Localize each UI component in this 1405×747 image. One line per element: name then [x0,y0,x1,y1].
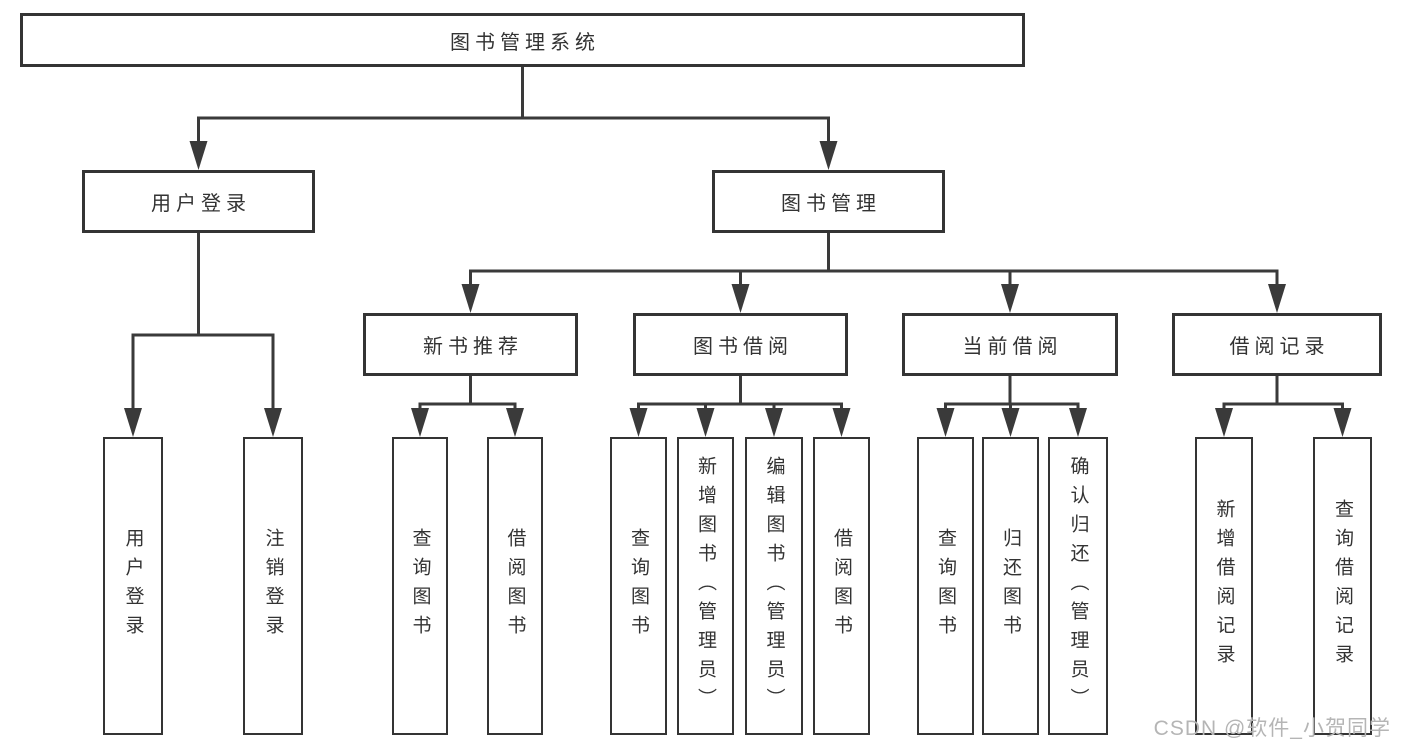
leaf-user-login-label: 用户登录 [122,528,144,644]
node-new-book-recommend: 新书推荐 [363,313,578,376]
leaf-add-book-admin: 新增图书（管理员） [677,437,734,735]
node-root-system: 图书管理系统 [20,13,1025,67]
leaf-query-books-current: 查询图书 [917,437,974,735]
leaf-logout-label: 注销登录 [262,528,284,644]
leaf-confirm-return-admin: 确认归还（管理员） [1048,437,1108,735]
leaf-user-login: 用户登录 [103,437,163,735]
leaf-return-book-label: 归还图书 [1000,528,1021,644]
leaf-query-books-recommend-label: 查询图书 [409,528,431,644]
node-borrow-records: 借阅记录 [1172,313,1382,376]
leaf-logout: 注销登录 [243,437,303,735]
leaf-query-books-current-label: 查询图书 [935,528,956,644]
node-current-borrow-label: 当前借阅 [962,336,1063,358]
node-borrow-records-label: 借阅记录 [1229,336,1330,358]
node-user-login-label: 用户登录 [151,193,251,215]
node-current-borrow: 当前借阅 [902,313,1118,376]
leaf-add-borrow-record-label: 新增借阅记录 [1213,499,1235,673]
node-user-login: 用户登录 [82,170,315,233]
node-root-label: 图书管理系统 [450,31,600,54]
leaf-add-borrow-record: 新增借阅记录 [1195,437,1253,735]
node-book-management-label: 图书管理 [781,193,881,215]
node-book-borrow: 图书借阅 [633,313,848,376]
leaf-edit-book-admin: 编辑图书（管理员） [745,437,803,735]
leaf-edit-book-admin-label: 编辑图书（管理员） [763,455,785,717]
csdn-watermark: CSDN @软件_小贺同学 [1153,717,1391,740]
leaf-query-books-borrow-label: 查询图书 [628,528,649,644]
leaf-borrow-books-recommend: 借阅图书 [487,437,543,735]
leaf-query-borrow-record-label: 查询借阅记录 [1332,499,1353,673]
leaf-query-borrow-record: 查询借阅记录 [1313,437,1372,735]
leaf-borrow-books-borrow-label: 借阅图书 [831,528,852,644]
leaf-confirm-return-admin-label: 确认归还（管理员） [1067,455,1089,717]
leaf-query-books-recommend: 查询图书 [392,437,448,735]
leaf-return-book: 归还图书 [982,437,1039,735]
leaf-borrow-books-borrow: 借阅图书 [813,437,870,735]
leaf-query-books-borrow: 查询图书 [610,437,667,735]
node-book-borrow-label: 图书借阅 [693,336,793,358]
node-new-book-recommend-label: 新书推荐 [423,336,523,358]
leaf-add-book-admin-label: 新增图书（管理员） [695,455,716,717]
leaf-borrow-books-recommend-label: 借阅图书 [504,528,526,644]
node-book-management: 图书管理 [712,170,945,233]
